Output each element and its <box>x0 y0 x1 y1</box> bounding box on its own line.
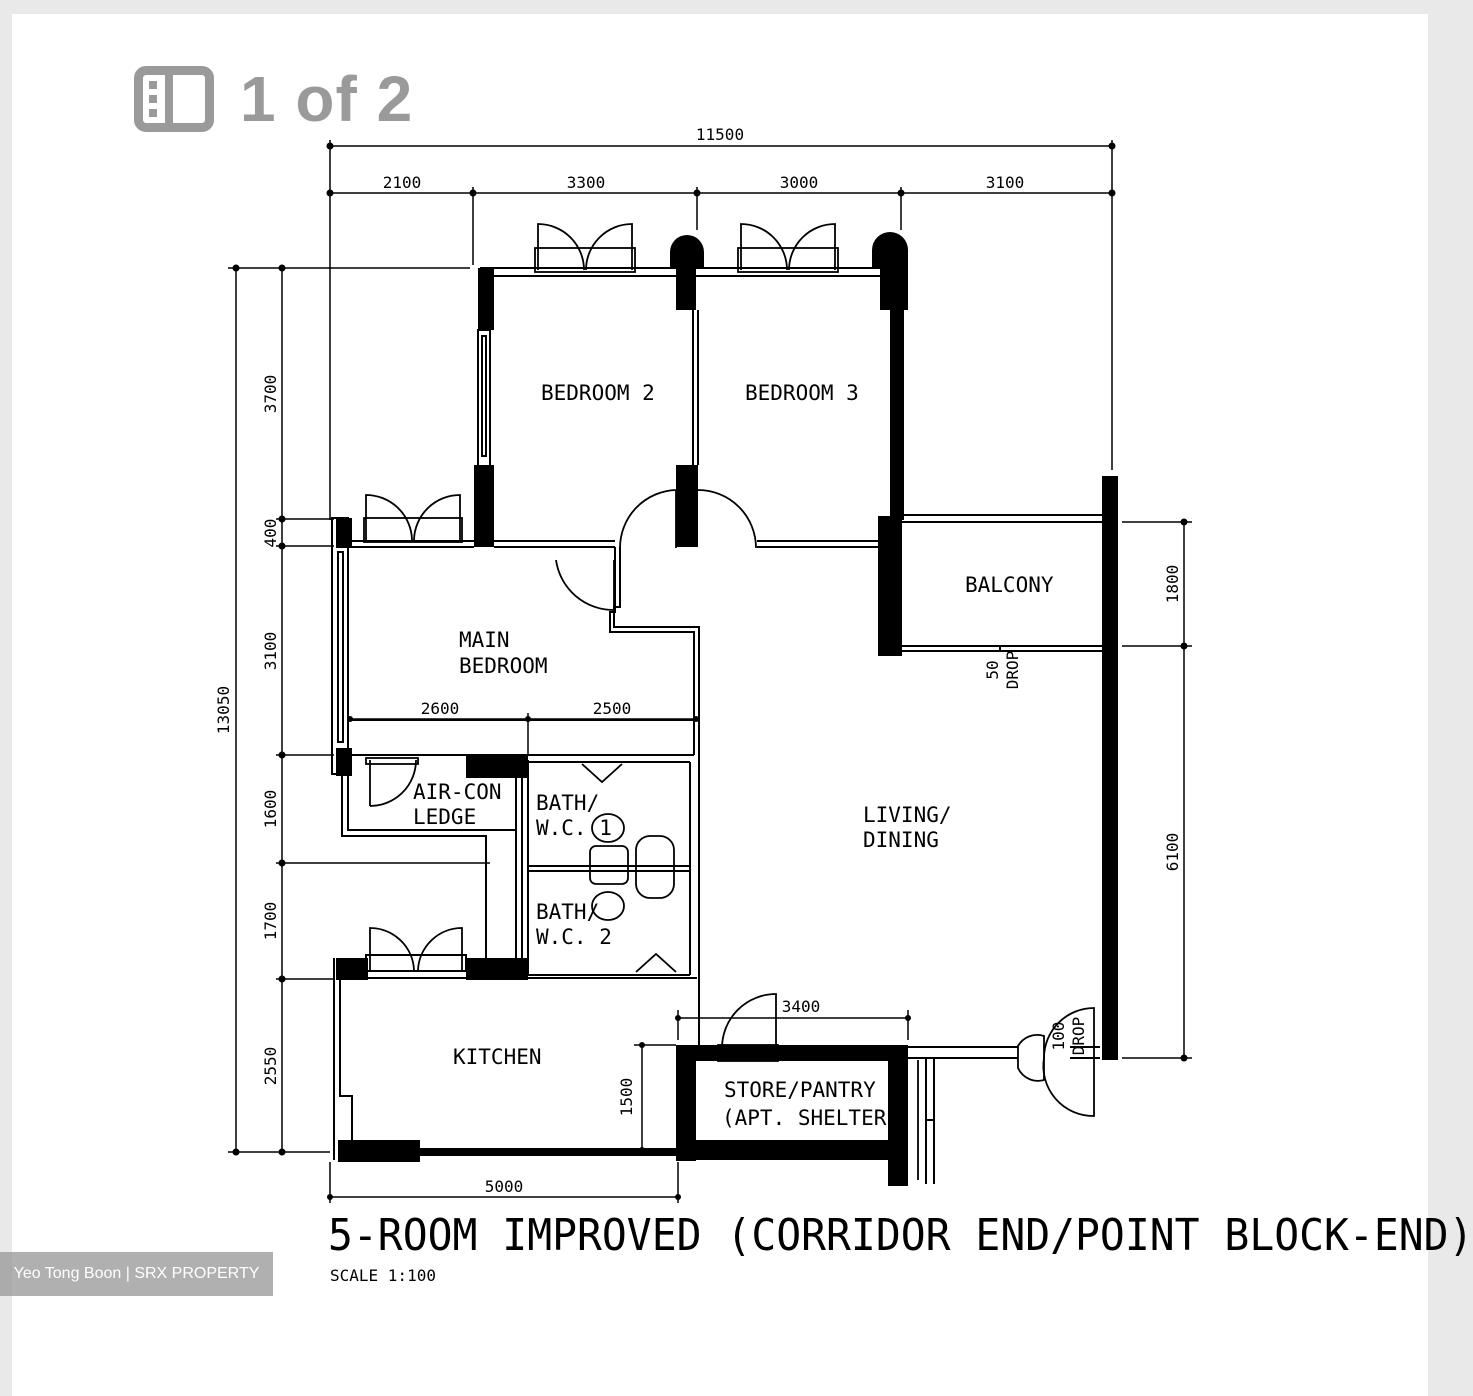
dim-left-1: 3700 <box>261 375 280 414</box>
label-store-1: STORE/PANTRY <box>724 1078 876 1102</box>
label-aircon-2: LEDGE <box>413 805 476 829</box>
dim-top-1: 2100 <box>383 173 422 192</box>
dim-left-5: 1700 <box>261 902 280 941</box>
dim-store-width: 3400 <box>782 997 821 1016</box>
label-bath2-2: W.C. 2 <box>536 925 612 949</box>
dim-top-3: 3000 <box>780 173 819 192</box>
label-bedroom-3: BEDROOM 3 <box>745 381 859 405</box>
note-balcony-drop-word: DROP <box>1003 651 1022 690</box>
label-kitchen: KITCHEN <box>453 1045 542 1069</box>
label-aircon-1: AIR-CON <box>413 780 502 804</box>
dim-bottom: 5000 <box>485 1177 524 1196</box>
room-labels: BEDROOM 2 BEDROOM 3 MAIN BEDROOM BALCONY… <box>413 381 1054 1130</box>
plan-sheet <box>12 14 1428 1396</box>
label-bedroom-2: BEDROOM 2 <box>541 381 655 405</box>
watermark-credit: Yeo Tong Boon | SRX PROPERTY <box>0 1252 273 1296</box>
note-entrance-drop-value: 100 <box>1049 1022 1068 1051</box>
doors <box>363 223 1095 1180</box>
dim-top-4: 3100 <box>986 173 1025 192</box>
label-store-2: (APT. SHELTER) <box>722 1106 899 1130</box>
note-entrance-drop-word: DROP <box>1069 1017 1088 1056</box>
dim-store-height: 1500 <box>617 1078 636 1117</box>
image-counter-text: 1 of 2 <box>240 63 414 135</box>
plan-scale: SCALE 1:100 <box>330 1266 436 1285</box>
plan-title: 5-ROOM IMPROVED (CORRIDOR END/POINT BLOC… <box>328 1210 1473 1261</box>
dim-inner-2: 2500 <box>593 699 632 718</box>
floor-plan: BEDROOM 2 BEDROOM 3 MAIN BEDROOM BALCONY… <box>214 125 1192 1203</box>
dim-left-6: 2550 <box>261 1047 280 1086</box>
dim-left-3: 3100 <box>261 632 280 671</box>
dim-inner-1: 2600 <box>421 699 460 718</box>
dim-overall-width: 11500 <box>696 125 744 144</box>
gallery-icon <box>134 66 214 132</box>
note-balcony-drop-value: 50 <box>983 660 1002 679</box>
label-bath1-2: W.C. 1 <box>536 816 612 840</box>
label-bath2-1: BATH/ <box>536 900 599 924</box>
dim-overall-height: 13050 <box>214 686 233 734</box>
label-living-2: DINING <box>863 828 939 852</box>
label-main-bedroom-2: BEDROOM <box>459 654 548 678</box>
thin-walls <box>331 267 1102 1184</box>
label-main-bedroom-1: MAIN <box>459 628 510 652</box>
dim-left-4: 1600 <box>261 790 280 829</box>
dim-right-2: 6100 <box>1163 833 1182 872</box>
structural-walls <box>336 232 1118 1186</box>
label-living-1: LIVING/ <box>863 803 952 827</box>
dimension-lines <box>228 140 1192 1203</box>
dim-top-2: 3300 <box>567 173 606 192</box>
image-counter[interactable]: 1 of 2 <box>134 63 414 135</box>
label-bath1-1: BATH/ <box>536 791 599 815</box>
dim-left-2: 400 <box>261 519 280 548</box>
dim-right-1: 1800 <box>1163 565 1182 604</box>
dimension-labels: 11500 2100 3300 3000 3100 13050 3700 400… <box>214 125 1182 1196</box>
label-balcony: BALCONY <box>965 573 1054 597</box>
dimension-dots <box>232 142 1188 1200</box>
